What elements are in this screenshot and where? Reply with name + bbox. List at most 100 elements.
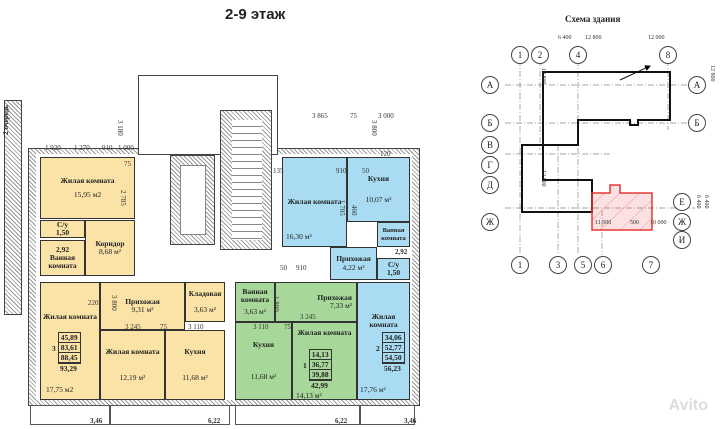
balcony-size: 3,46 (90, 417, 103, 425)
dimension: 220 (88, 299, 99, 307)
axis-marker: 7 (642, 256, 660, 274)
dimension: 10 000 (650, 220, 667, 226)
dimension: 12 800 (709, 65, 715, 82)
axis-marker: В (481, 136, 499, 154)
room-living: Жилая комната (292, 322, 357, 400)
axis-marker: 2 (531, 46, 549, 64)
room-living: Жилая комната (357, 282, 410, 400)
dimension: 12 800 (585, 35, 602, 41)
dimension: 3 110 (188, 323, 204, 331)
dimension: 3 180 (116, 120, 124, 136)
dimension: 12 800 (540, 170, 546, 187)
balcony-size: 6,22 (208, 417, 221, 425)
building-schema (505, 60, 695, 255)
dimension: 75 (160, 323, 167, 331)
room-bathroom: Ванная комната (377, 222, 410, 247)
floor-title: 2-9 этаж (225, 6, 286, 23)
axis-marker: 5 (574, 256, 592, 274)
dimension: 6 400 (558, 35, 572, 41)
area-label: 16,30 м² (286, 232, 312, 241)
axis-marker: Д (481, 176, 499, 194)
elevator (180, 165, 206, 235)
axis-marker: А (481, 76, 499, 94)
dimension: 3 800 (370, 120, 378, 136)
dimension: 910 (296, 264, 307, 272)
dimension: 1 920 (45, 144, 61, 152)
balcony (110, 405, 230, 425)
balcony (30, 405, 110, 425)
dimension: 460 (350, 205, 358, 216)
axis-marker: Ж (673, 213, 691, 231)
area-label: 17,76 м² (360, 385, 386, 394)
dimension: 910 (102, 144, 113, 152)
axis-marker: Е (673, 193, 691, 211)
dimension: 3 800 (110, 295, 118, 311)
axis-marker: Б (688, 114, 706, 132)
dimension: 3 110 (253, 323, 269, 331)
balcony-size: 6,22 (335, 417, 348, 425)
axis-marker: 4 (569, 46, 587, 64)
balcony-size: 3,46 (404, 417, 417, 425)
axis-marker: 1 (511, 46, 529, 64)
dimension: 135 (273, 167, 284, 175)
axis-marker: 1 (511, 256, 529, 274)
dimension: 1 270 (74, 144, 90, 152)
schema-title: Схема здания (565, 14, 621, 24)
side-label: 2 очередь (2, 105, 10, 135)
axis-marker: А (688, 76, 706, 94)
adjacent-wall (4, 100, 22, 315)
dimension: 910 (336, 167, 347, 175)
dimension: 50 (362, 167, 369, 175)
balcony (235, 405, 360, 425)
dimension: 12 800 (540, 68, 546, 85)
staircase (232, 120, 262, 240)
axis-marker: Б (481, 114, 499, 132)
dimension: 3 245 (125, 323, 141, 331)
axis-marker: 8 (659, 46, 677, 64)
area-label: 14,13 м² (296, 391, 322, 400)
dimension: 75 (284, 323, 291, 331)
room-living: Жилая комната (40, 282, 100, 400)
dimension: 3 000 (378, 112, 394, 120)
dimension: 1 705 (338, 200, 346, 216)
room-living: Жилая комната (282, 157, 347, 247)
balcony (360, 405, 415, 425)
axis-marker: И (673, 231, 691, 249)
dimension: 3 245 (300, 313, 316, 321)
dimension: 2,92 (395, 248, 408, 256)
axis-marker: Г (481, 156, 499, 174)
dimension: 75 (350, 112, 357, 120)
axis-marker: Ж (481, 213, 499, 231)
dimension: 6 400 (695, 195, 701, 209)
dimension: 50 (280, 264, 287, 272)
area-label: 17,75 м2 (46, 385, 74, 394)
axis-marker: 6 (594, 256, 612, 274)
dimension: 12 000 (648, 35, 665, 41)
watermark: Avito (668, 397, 708, 414)
dimension: 3 865 (312, 112, 328, 120)
axis-marker: 3 (549, 256, 567, 274)
dimension: 1 000 (118, 144, 134, 152)
dimension: 1 800 (272, 296, 280, 312)
dimension: 6 400 (703, 195, 709, 209)
dimension: 2 785 (119, 190, 127, 206)
dimension: 11 500 (595, 220, 612, 226)
dimension: 500 (630, 220, 639, 226)
